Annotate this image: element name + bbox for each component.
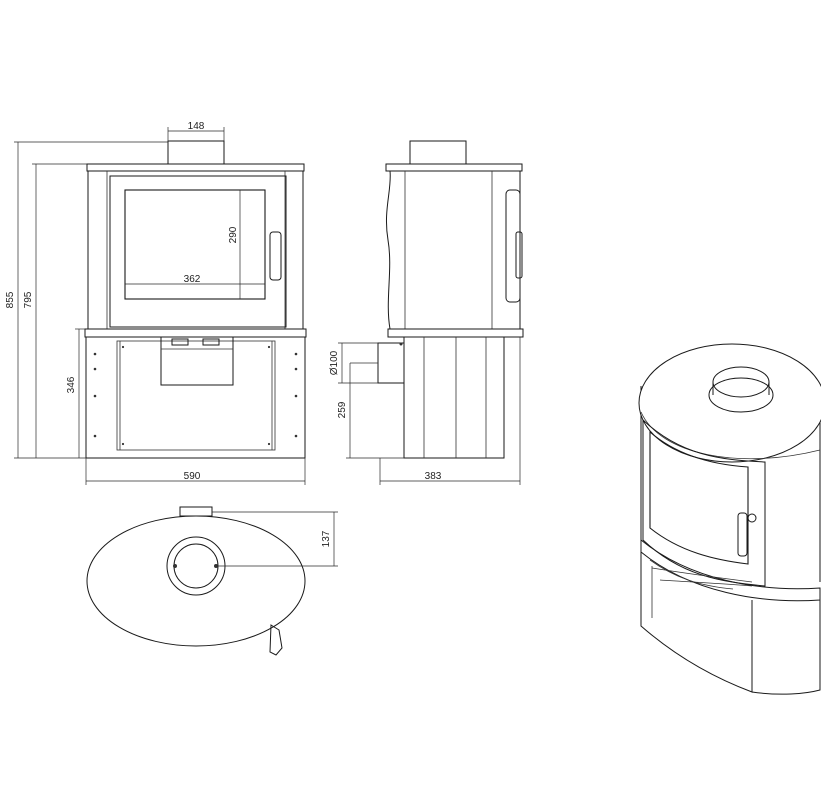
side-door-profile: [505, 189, 521, 303]
front-view: 148 855 795 346 290 362 590: [5, 121, 307, 485]
front-band: [84, 328, 307, 338]
front-upper-body: [87, 170, 304, 330]
dim-flue-offset: 137: [321, 530, 332, 547]
perspective-top: [638, 343, 821, 463]
dim-glass-height: 290: [228, 226, 239, 243]
side-rear-flue: [377, 342, 405, 384]
perspective-base: [640, 552, 753, 693]
perspective-view: [638, 343, 821, 695]
dim-flue-center-height: 259: [337, 401, 348, 418]
top-view: 137: [86, 506, 338, 656]
perspective-glass: [649, 430, 749, 565]
top-handle: [269, 624, 283, 656]
side-flue-pipe: [409, 140, 467, 165]
front-flue-pipe: [167, 140, 225, 165]
dim-total-width: 590: [184, 471, 201, 482]
dim-base-height: 346: [66, 376, 77, 393]
side-door-handle: [515, 231, 523, 279]
perspective-handle: [737, 512, 748, 557]
side-view: Ø100 259 383: [329, 140, 524, 485]
dim-depth: 383: [425, 471, 442, 482]
dim-total-height: 855: [5, 291, 16, 308]
side-top-plate: [385, 163, 523, 172]
perspective-flue-rim: [708, 377, 774, 413]
dim-body-height: 795: [23, 291, 34, 308]
front-door-handle: [269, 231, 282, 281]
front-top-plate: [86, 163, 305, 172]
dim-glass-width: 362: [184, 274, 201, 285]
top-rear-flue-stub: [179, 506, 213, 517]
front-base-opening: [116, 340, 276, 451]
dim-flue-diameter: Ø100: [329, 350, 340, 375]
front-glass: [124, 189, 266, 300]
side-band: [387, 328, 524, 338]
front-door: [109, 175, 287, 328]
dim-flue-width: 148: [188, 121, 205, 132]
front-air-control-right: [202, 338, 220, 346]
top-plate-ellipse: [86, 515, 306, 647]
perspective-door: [642, 418, 766, 587]
front-ash-drawer: [160, 336, 234, 386]
front-air-control-left: [171, 338, 189, 346]
side-upper-body: [385, 170, 521, 330]
side-base: [403, 336, 505, 459]
